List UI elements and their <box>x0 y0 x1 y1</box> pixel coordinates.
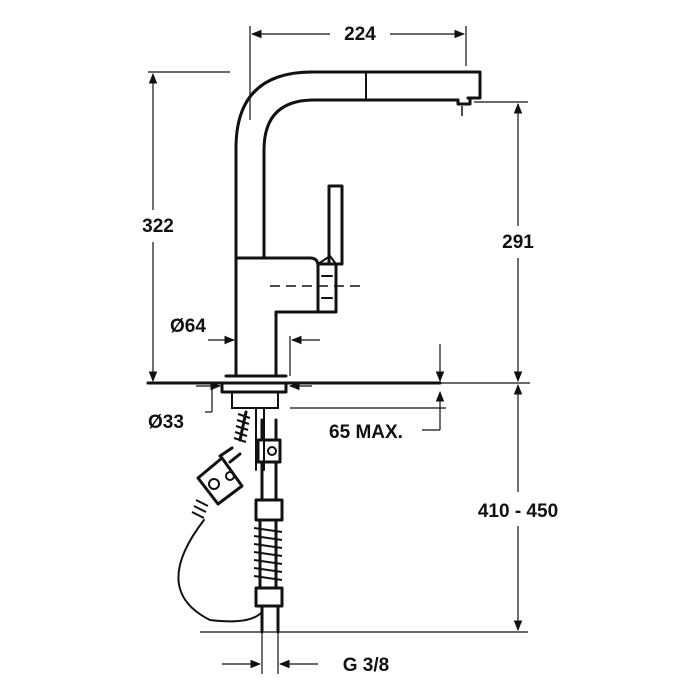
left-hose <box>233 410 251 443</box>
dim-label-connection-thread: G 3/8 <box>343 655 389 676</box>
dim-connection-thread: G 3/8 <box>222 632 389 676</box>
centerlines <box>270 106 463 287</box>
countertop <box>146 381 530 409</box>
dim-label-base-diameter: Ø64 <box>170 316 206 337</box>
dim-hose-length: 410 - 450 <box>478 383 558 632</box>
dim-total-height: 322 <box>142 71 230 383</box>
dim-label-hose-length: 410 - 450 <box>478 501 558 522</box>
dim-label-spout-reach: 224 <box>344 24 376 45</box>
dim-base-diameter: Ø64 <box>170 316 320 376</box>
hose-coupling <box>191 446 244 519</box>
dim-counter-thickness: 65 MAX. <box>290 344 446 443</box>
dim-spout-reach: 224 <box>249 24 467 120</box>
right-supply-hose <box>253 418 284 634</box>
dim-label-total-height: 322 <box>142 216 174 237</box>
dim-label-spout-height: 291 <box>502 232 534 253</box>
dim-hole-diameter: Ø33 <box>148 381 312 433</box>
faucet-outline <box>224 70 482 378</box>
dim-spout-height: 291 <box>474 101 534 383</box>
supply-assembly <box>177 407 528 634</box>
dim-label-counter-thickness: 65 MAX. <box>329 422 403 443</box>
dim-label-hole-diameter: Ø33 <box>148 412 184 433</box>
